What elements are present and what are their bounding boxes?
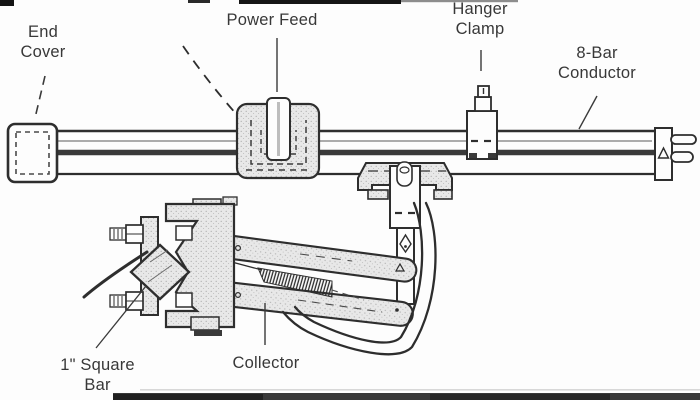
square-bar-clamp (109, 196, 238, 336)
label-square-bar-line2: Bar (84, 376, 111, 394)
leader-lines (34, 38, 598, 349)
label-end-cover-line2: Cover (20, 43, 66, 61)
label-hanger-clamp-line1: Hanger (452, 0, 508, 18)
label-hanger-clamp-line2: Clamp (455, 20, 505, 38)
collector-vertical-arm (389, 161, 421, 305)
label-end-cover: End Cover (13, 22, 73, 62)
label-collector: Collector (216, 353, 316, 373)
label-square-bar-line1: 1" Square (60, 356, 135, 374)
arm-rivets-and-marks (235, 245, 406, 313)
label-8bar-conductor: 8-Bar Conductor (542, 43, 652, 83)
end-cover-shape (6, 122, 59, 184)
label-hanger-clamp: Hanger Clamp (430, 0, 530, 39)
collector-cable-loop (281, 201, 437, 356)
label-square-bar: 1" Square Bar (45, 355, 150, 395)
label-end-cover-line1: End (28, 23, 58, 41)
label-power-feed-text: Power Feed (226, 11, 318, 29)
clamp-cable (82, 250, 149, 299)
square-bar-cross-section (129, 243, 191, 301)
label-power-feed: Power Feed (212, 10, 332, 30)
label-8bar-conductor-line2: Conductor (558, 64, 636, 82)
label-8bar-conductor-line1: 8-Bar (576, 44, 618, 62)
collector-arm-upper (216, 234, 418, 283)
label-collector-text: Collector (232, 354, 300, 372)
power-feed-shape (235, 97, 321, 180)
conductor-bar (50, 129, 657, 176)
hanger-clamp-shape (466, 85, 498, 160)
conductor-end-cap (654, 127, 697, 181)
